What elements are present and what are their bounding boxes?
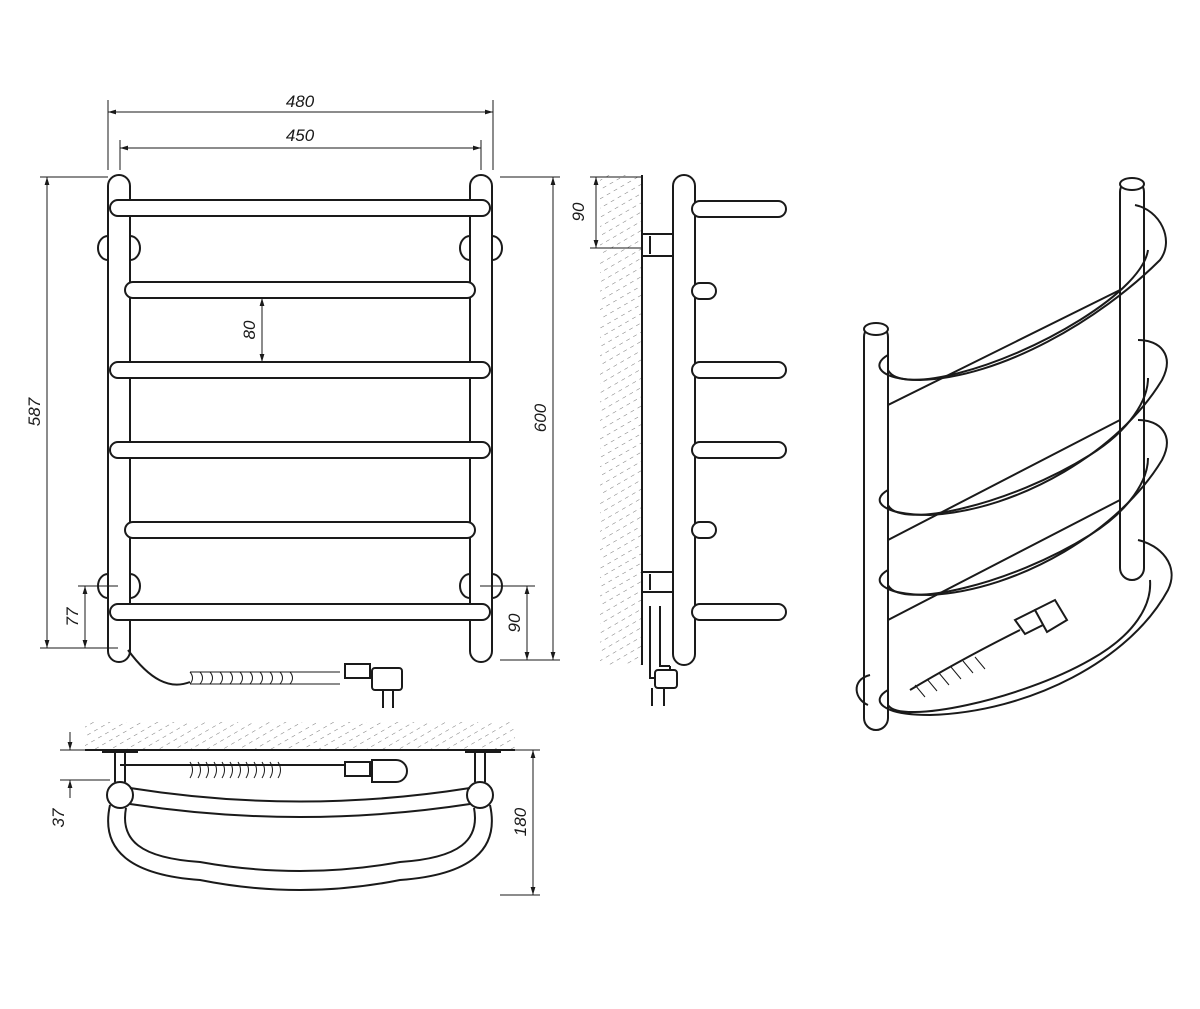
crossbars [109, 199, 491, 621]
curved-bars [878, 204, 1173, 717]
dim-side-mount-offset: 90 [569, 202, 588, 221]
dim-wall-gap: 37 [49, 808, 68, 827]
left-rail [107, 174, 131, 663]
dim-bottom-right: 90 [505, 613, 524, 632]
dim-depth: 180 [511, 807, 530, 836]
wall-hatch [600, 175, 642, 665]
top-view: 37 180 [49, 722, 540, 896]
dim-width-centers: 450 [286, 126, 315, 145]
dim-bar-pitch: 80 [240, 320, 259, 339]
side-bars [691, 200, 787, 621]
dim-height-overall: 600 [531, 403, 550, 432]
dim-height-mount: 587 [25, 397, 44, 426]
isometric-view [855, 177, 1173, 731]
side-view: 90 [569, 174, 787, 706]
power-cord [127, 649, 403, 708]
front-view: 480 450 587 600 80 77 90 [25, 92, 560, 708]
right-rail [469, 174, 493, 663]
dimensions-front: 480 450 587 600 80 77 90 [25, 92, 560, 661]
top-wall-hatch [85, 722, 515, 750]
dim-bottom-left: 77 [63, 607, 82, 626]
dim-width-overall: 480 [286, 92, 315, 111]
side-rail [672, 174, 696, 666]
